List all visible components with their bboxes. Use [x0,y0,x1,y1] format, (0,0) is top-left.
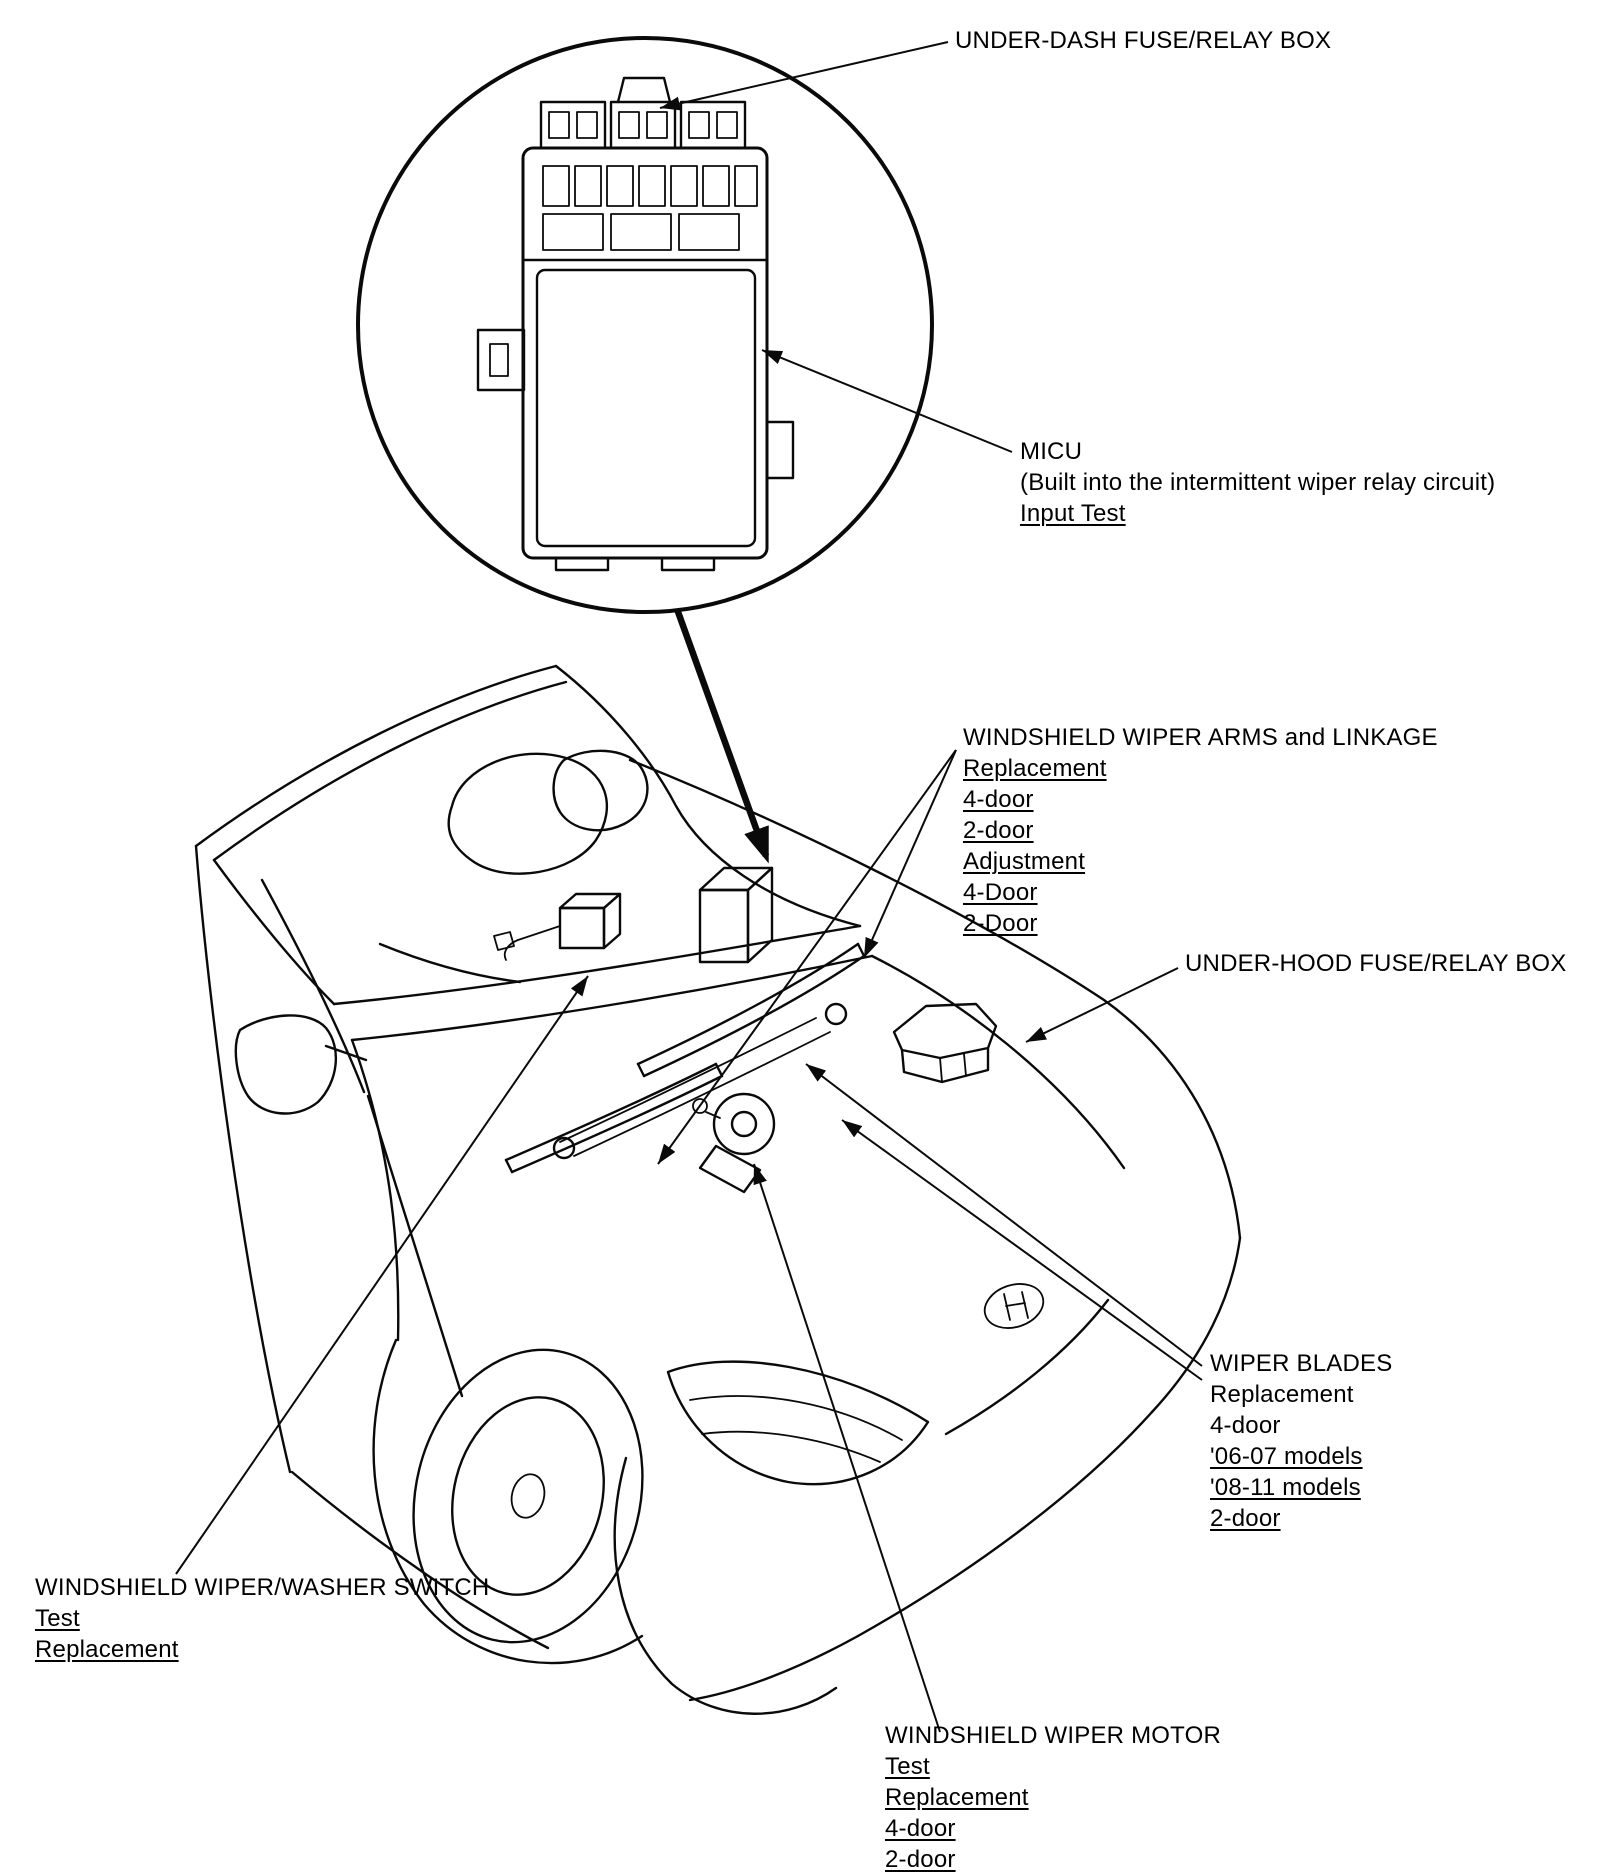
callout-under-hood-fuse-box: UNDER-HOOD FUSE/RELAY BOX [1185,948,1567,979]
wiper-blades-4door-text: 4-door [1210,1412,1281,1439]
roof-line-outer [194,664,558,848]
callout-wiper-washer-switch: WINDSHIELD WIPER/WASHER SWITCH Test Repl… [35,1572,489,1665]
dashboard-through-glass [378,749,649,984]
wiper-arms-2door-link[interactable]: 2-door [963,817,1034,844]
front-left-wheel-arch [372,1338,644,1665]
switch-test-link[interactable]: Test [35,1605,80,1632]
micu-note: (Built into the intermittent wiper relay… [1020,469,1496,496]
magnifier-detail [356,36,934,864]
door-window-line [260,878,366,1094]
wiper-washer-switch-part [493,892,622,961]
wiper-arms-linkage-part [504,942,866,1174]
motor-test-link[interactable]: Test [885,1753,930,1780]
under-dash-relay-box-part [698,866,774,964]
callout-under-dash-fuse-box: UNDER-DASH FUSE/RELAY BOX [955,25,1331,56]
front-left-wheel [412,1348,644,1644]
wiper-arms-replacement-link[interactable]: Replacement [963,755,1107,782]
leader-wiper-arms-2 [657,749,957,1165]
leader-micu [761,349,1013,453]
bumper-line [856,1410,1154,1638]
wiper-blades-0811-link[interactable]: '08-11 models [1210,1474,1361,1501]
micu-input-test-link[interactable]: Input Test [1020,500,1126,527]
leader-wiper-washer-switch [175,975,589,1575]
micu-title: MICU [1020,438,1083,465]
wiper-motor-part [692,1092,776,1194]
wiper-blades-replacement-text: Replacement [1210,1381,1354,1408]
motor-2door-link[interactable]: 2-door [885,1846,956,1873]
leader-under-hood-fuse-box [1025,967,1179,1043]
leader-lines [175,41,1203,1733]
under-dash-fuse-box-label: UNDER-DASH FUSE/RELAY BOX [955,27,1332,54]
cowl-upper-line [332,924,862,1006]
magnifier-circle [356,36,934,614]
callout-wiper-motor: WINDSHIELD WIPER MOTOR Test Replacement … [885,1720,1221,1875]
micu-cover-panel [535,268,757,548]
wiper-pivot-right [824,1002,848,1026]
wiper-blades-title: WIPER BLADES [1210,1350,1393,1377]
wiper-motor-title: WINDSHIELD WIPER MOTOR [885,1722,1221,1749]
leader-wiper-arms-1 [863,749,957,959]
side-mirror [234,1014,368,1115]
car-illustration [194,664,1242,1715]
wiper-blades-2door-link[interactable]: 2-door [1210,1505,1281,1532]
callout-wiper-arms-linkage: WINDSHIELD WIPER ARMS and LINKAGE Replac… [963,722,1438,939]
hood-crease [870,954,1126,1170]
wiper-arms-title: WINDSHIELD WIPER ARMS and LINKAGE [963,724,1438,751]
headlight [666,1360,930,1486]
wiper-pivot-left [552,1136,576,1160]
wiper-arms-adjust-4door-link[interactable]: 4-Door [963,879,1038,906]
wiper-blades-0607-link[interactable]: '06-07 models [1210,1443,1363,1470]
cowl-lower-line [350,954,874,1042]
leader-wiper-motor [753,1163,941,1733]
leader-wiper-blades-2 [841,1119,1203,1381]
fender-to-arch-line [350,1038,400,1342]
roof-line-inner [212,680,568,862]
left-body-line [194,844,292,1474]
under-hood-fuse-box-part [892,1002,998,1084]
callout-wiper-blades: WIPER BLADES Replacement 4-door '06-07 m… [1210,1348,1392,1534]
leader-wiper-blades-1 [805,1063,1203,1367]
wiper-arms-4door-link[interactable]: 4-door [963,786,1034,813]
wiper-arms-adjustment-link[interactable]: Adjustment [963,848,1086,875]
bumper-lower-line [688,1634,860,1702]
windshield-left-edge [212,858,336,1006]
front-right-wheel-arch [613,1456,838,1715]
hood-front-edge [1150,1236,1242,1414]
leader-under-dash-fuse-box [659,41,949,111]
wiper-washer-switch-title: WINDSHIELD WIPER/WASHER SWITCH [35,1574,490,1601]
brand-emblem [983,1283,1045,1329]
callout-micu: MICU (Built into the intermittent wiper … [1020,436,1495,529]
wiper-arms-adjust-2door-link[interactable]: 2-Door [963,910,1038,937]
right-a-pillar [554,664,862,928]
switch-replacement-link[interactable]: Replacement [35,1636,179,1663]
fender-top-line [628,758,1242,1240]
grille-line [944,1298,1110,1436]
magnifier-arrow [673,607,770,864]
motor-replacement-link[interactable]: Replacement [885,1784,1029,1811]
under-hood-fuse-box-label: UNDER-HOOD FUSE/RELAY BOX [1185,950,1567,977]
motor-4door-link[interactable]: 4-door [885,1815,956,1842]
